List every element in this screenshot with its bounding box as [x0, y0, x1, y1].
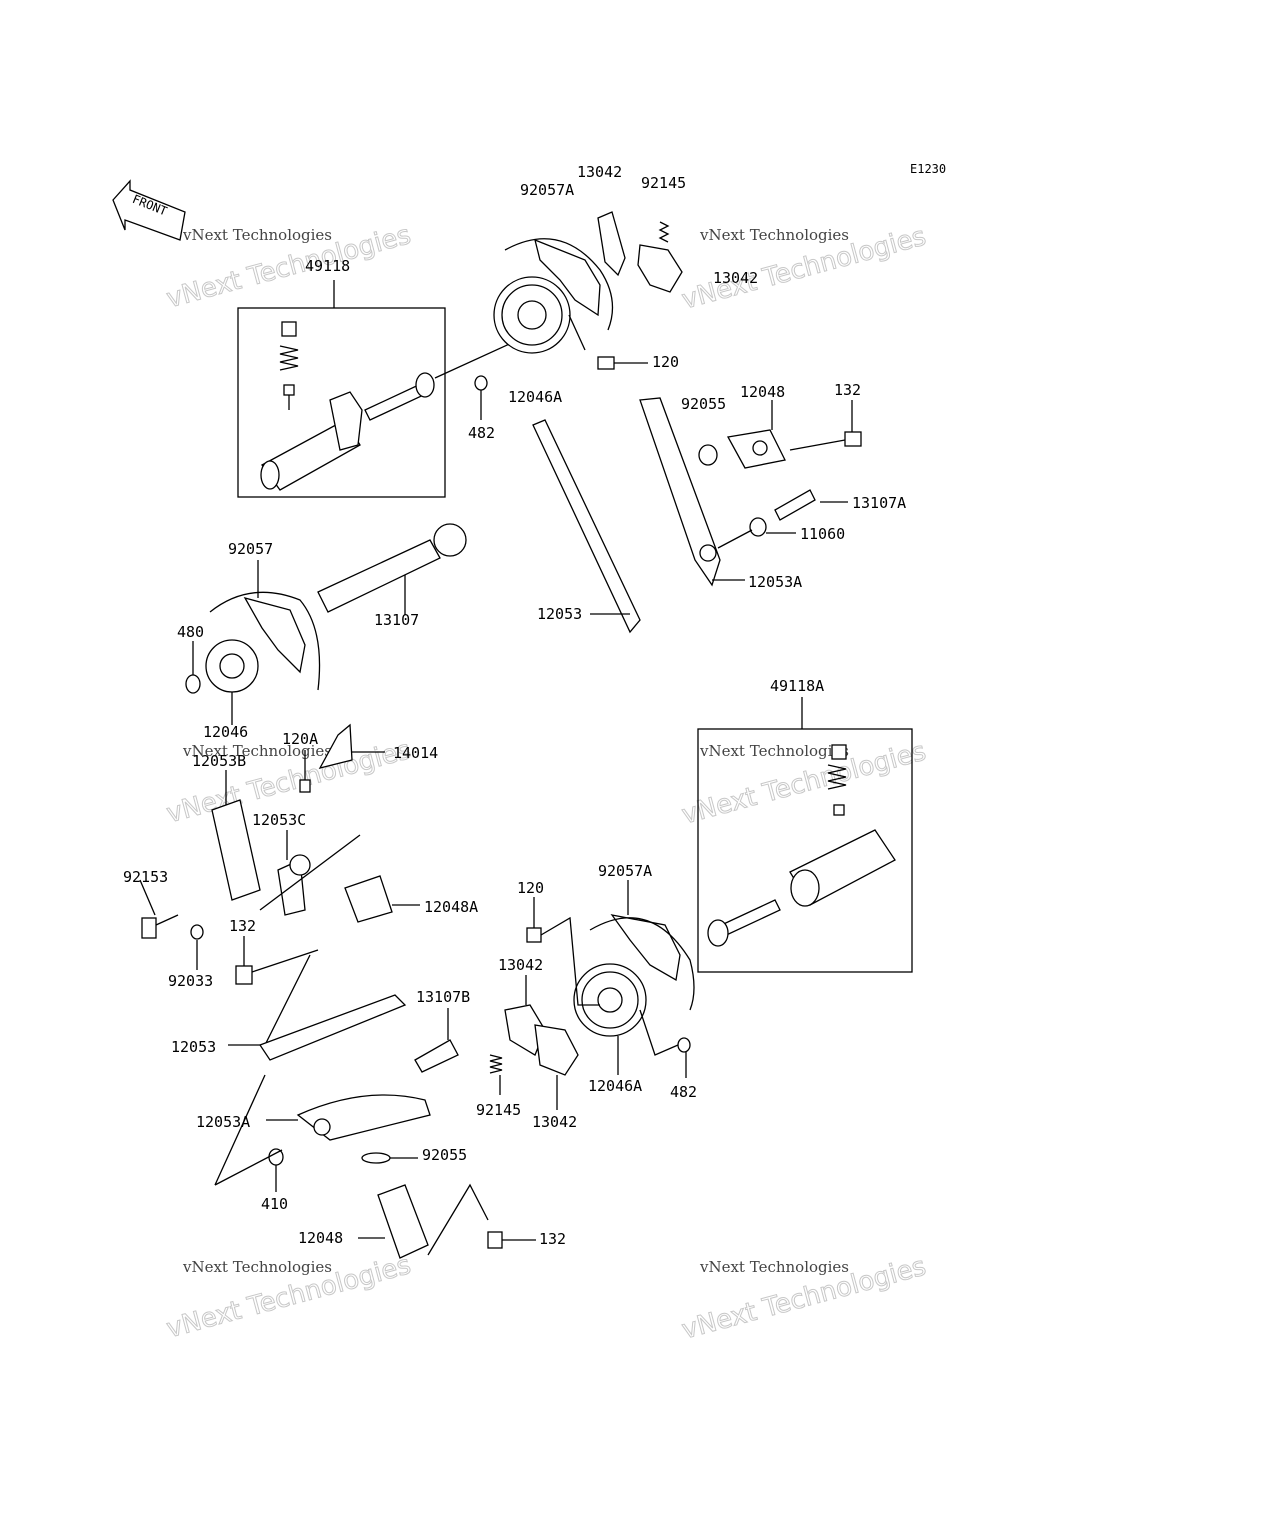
bolt-120-top [597, 356, 648, 370]
label-12046: 12046 [203, 723, 248, 741]
label-12046A-bottom: 12046A [588, 1077, 642, 1095]
label-92033: 92033 [168, 972, 213, 990]
cam-sprocket-bottom [573, 963, 647, 1075]
camshaft-assembly-49118A [697, 697, 913, 973]
bolt-92153 [139, 879, 179, 939]
label-12053A-bottom: 12053A [196, 1113, 250, 1131]
label-92145-top: 92145 [641, 174, 686, 192]
label-12046A-top: 12046A [508, 388, 562, 406]
tensioner-12048-bottom [358, 1183, 489, 1259]
camshaft-assembly-49118 [237, 280, 541, 498]
label-49118A: 49118A [770, 677, 824, 695]
chain-92057 [209, 560, 321, 691]
label-92153: 92153 [123, 868, 168, 886]
circlip-480 [185, 641, 201, 694]
svg-text:vNext Technologies: vNext Technologies [182, 742, 332, 760]
label-132-mid: 132 [229, 917, 256, 935]
label-13042-top-2: 13042 [713, 269, 758, 287]
leader-line [264, 954, 311, 1046]
pin-13107A [774, 489, 848, 521]
label-92057A-top: 92057A [520, 181, 574, 199]
watermark-6: vNext Technologies vNext Technologies [678, 1251, 929, 1346]
watermark-4: vNext Technologies vNext Technologies [678, 736, 929, 831]
guide-12053B [211, 770, 261, 901]
label-482-top: 482 [468, 424, 495, 442]
label-12053-bottom: 12053 [171, 1038, 216, 1056]
label-13107: 13107 [374, 611, 419, 629]
chain-guide-12053-top [532, 419, 641, 634]
front-arrow-icon: FRONT [112, 179, 186, 241]
watermark-5: vNext Technologies vNext Technologies [163, 1250, 414, 1345]
gear-12046 [205, 639, 259, 725]
bolt-120-bottom [526, 897, 600, 1006]
label-12053C: 12053C [252, 811, 306, 829]
label-120-bottom: 120 [517, 879, 544, 897]
label-132-top: 132 [834, 381, 861, 399]
leader-line [259, 834, 361, 911]
label-12048-top: 12048 [740, 383, 785, 401]
label-13107B: 13107B [416, 988, 470, 1006]
svg-text:vNext Technologies: vNext Technologies [699, 1258, 849, 1276]
bracket-14014 [318, 723, 385, 769]
chain-92057A-bottom [589, 880, 695, 1011]
label-12048-bottom: 12048 [298, 1229, 343, 1247]
svg-text:vNext Technologies: vNext Technologies [699, 742, 849, 760]
label-92057: 92057 [228, 540, 273, 558]
o-ring-92055-bottom [361, 1152, 418, 1164]
tensioner-12048-top [726, 400, 786, 469]
chain-guide-12053A-top [639, 397, 745, 587]
label-13042-bottom-1: 13042 [498, 956, 543, 974]
label-13107A: 13107A [852, 494, 906, 512]
diagram-code: E1230 [910, 162, 946, 176]
clip-482-top [474, 375, 488, 420]
bolt-120A [299, 750, 311, 793]
bolt-132-top [789, 400, 862, 451]
guide-12053C [277, 830, 311, 916]
washer-92033 [190, 924, 204, 970]
label-120-top: 120 [652, 353, 679, 371]
label-480: 480 [177, 623, 204, 641]
washer-11060 [717, 517, 796, 549]
cam-sprocket-top [493, 238, 614, 354]
label-92055-top: 92055 [681, 395, 726, 413]
washer-410 [214, 1148, 284, 1192]
bolt-132-mid [235, 936, 319, 985]
bolt-132-bottom [487, 1231, 536, 1249]
label-12053A-top: 12053A [748, 573, 802, 591]
label-13042-bottom-2: 13042 [532, 1113, 577, 1131]
spring-92145-bottom [489, 1054, 503, 1095]
plate-13042-bottom [504, 975, 579, 1110]
clip-482-bottom [639, 1009, 691, 1078]
plate-13042-top [597, 211, 683, 293]
label-12053B: 12053B [192, 752, 246, 770]
label-132-bottom: 132 [539, 1230, 566, 1248]
label-14014: 14014 [393, 744, 438, 762]
label-49118: 49118 [305, 257, 350, 275]
label-92055-bottom: 92055 [422, 1146, 467, 1164]
chain-guide-12053A-bottom [266, 1094, 431, 1141]
label-410: 410 [261, 1195, 288, 1213]
chain-guide-12053-bottom [228, 994, 407, 1061]
label-11060: 11060 [800, 525, 845, 543]
pin-13107B [414, 1008, 459, 1073]
label-92057A-bottom: 92057A [598, 862, 652, 880]
o-ring-92055-top [698, 444, 718, 466]
label-120A: 120A [282, 730, 318, 748]
label-92145-bottom: 92145 [476, 1101, 521, 1119]
shaft-13107 [317, 523, 467, 615]
leader-line [214, 1074, 266, 1186]
svg-text:vNext Technologies: vNext Technologies [182, 1258, 332, 1276]
label-12053-mid: 12053 [537, 605, 582, 623]
label-13042-top-1: 13042 [577, 163, 622, 181]
svg-text:vNext Technologies: vNext Technologies [182, 226, 332, 244]
label-12048A: 12048A [424, 898, 478, 916]
watermark-1: vNext Technologies vNext Technologies [163, 220, 414, 315]
tensioner-12048A [344, 875, 420, 923]
label-482-bottom: 482 [670, 1083, 697, 1101]
svg-text:vNext Technologies: vNext Technologies [699, 226, 849, 244]
